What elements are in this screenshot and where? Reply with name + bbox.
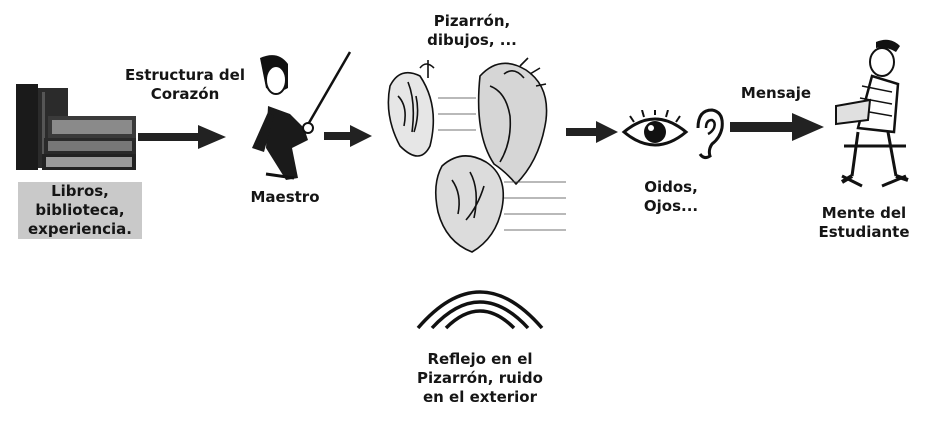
arrow-senses-to-student xyxy=(730,112,826,142)
noise-waves-icon xyxy=(410,270,550,332)
eye-icon xyxy=(620,110,690,154)
senses-label: Oidos, Ojos... xyxy=(626,178,716,216)
arrow-teacher-to-board xyxy=(324,124,374,148)
teacher-pointer-icon xyxy=(238,48,356,188)
arrow-board-to-senses xyxy=(566,120,620,144)
structure-label: Estructura del Corazón xyxy=(120,66,250,104)
arrow-books-to-teacher xyxy=(138,124,228,150)
heart-drawings-icon xyxy=(380,56,570,266)
message-label: Mensaje xyxy=(726,84,826,103)
ear-icon xyxy=(690,106,726,162)
board-label: Pizarrón, dibujos, ... xyxy=(402,12,542,50)
student-label: Mente del Estudiante xyxy=(806,204,922,242)
student-desk-icon xyxy=(822,36,922,196)
noise-label: Reflejo en el Pizarrón, ruido en el exte… xyxy=(390,350,570,407)
teacher-label: Maestro xyxy=(240,188,330,207)
source-label: Libros, biblioteca, experiencia. xyxy=(18,182,142,239)
